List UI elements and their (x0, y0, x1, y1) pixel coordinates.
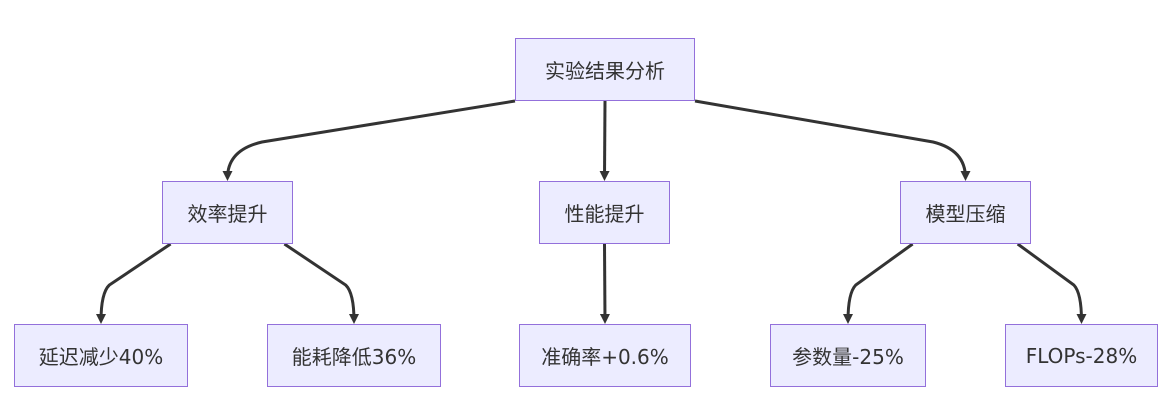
edge-compression-to-flops (1016, 242, 1087, 324)
node-efficiency: 效率提升 (162, 181, 293, 244)
node-params: 参数量-25% (770, 324, 926, 387)
node-root: 实验结果分析 (515, 38, 695, 101)
edge-efficiency-to-energy (283, 242, 359, 324)
edge-compression-to-params (843, 242, 914, 324)
edge-efficiency-to-latency (96, 242, 172, 324)
node-latency: 延迟减少40% (14, 324, 188, 387)
node-flops: FLOPs-28% (1005, 324, 1158, 387)
node-performance: 性能提升 (539, 181, 670, 244)
node-energy: 能耗降低36% (267, 324, 441, 387)
edge-performance-to-accuracy (599, 243, 610, 324)
edge-root-to-efficiency (222, 99, 516, 181)
edge-root-to-compression (694, 99, 971, 181)
node-compression: 模型压缩 (900, 181, 1031, 244)
edge-root-to-performance (599, 100, 610, 181)
node-accuracy: 准确率+0.6% (519, 324, 691, 387)
